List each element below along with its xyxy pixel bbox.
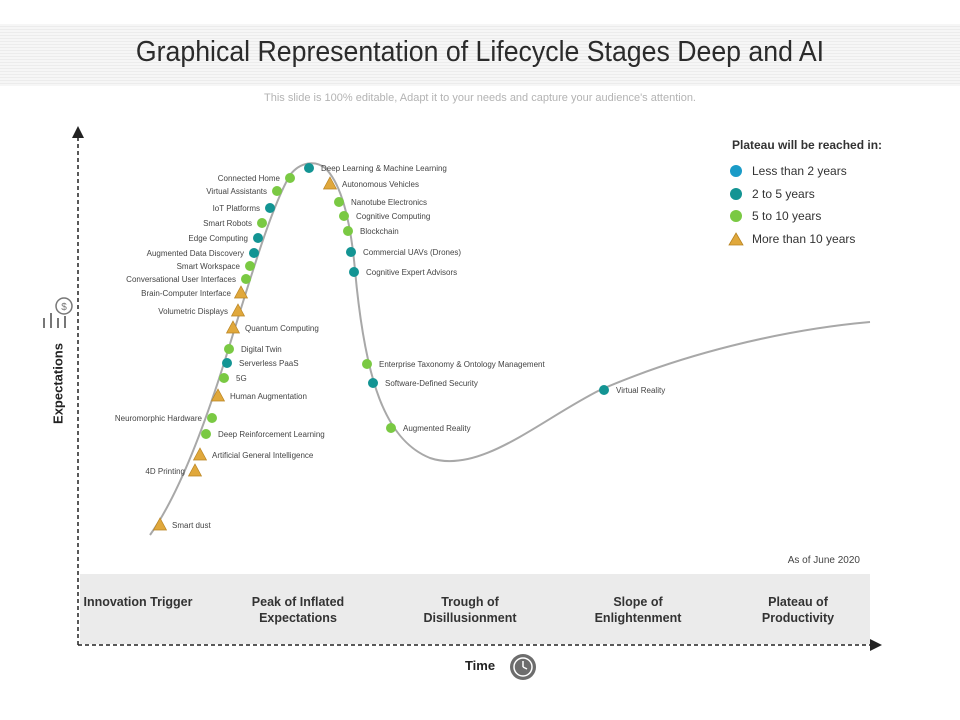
tech-marker-circle xyxy=(368,378,378,388)
tech-label: Nanotube Electronics xyxy=(351,198,427,207)
tech-marker-triangle xyxy=(225,320,241,334)
legend-item-lt2: Less than 2 years xyxy=(728,160,928,183)
tech-marker-circle xyxy=(207,413,217,423)
tech-label: Augmented Data Discovery xyxy=(147,249,244,258)
tech-label: Connected Home xyxy=(218,174,281,183)
stage-innovation-trigger: Innovation Trigger xyxy=(83,595,193,609)
tech-marker-circle xyxy=(362,359,372,369)
tech-marker-circle xyxy=(272,186,282,196)
tech-label: Augmented Reality xyxy=(403,424,471,433)
page-title: Graphical Representation of Lifecycle St… xyxy=(135,36,825,68)
tech-label: IoT Platforms xyxy=(213,204,260,213)
tech-label: Neuromorphic Hardware xyxy=(115,414,203,423)
legend-circle-icon xyxy=(728,208,744,224)
legend: Plateau will be reached in: Less than 2 … xyxy=(728,138,928,250)
tech-marker-circle xyxy=(245,261,255,271)
tech-marker-triangle xyxy=(152,517,168,531)
tech-marker-circle xyxy=(349,267,359,277)
legend-item-gt10: More than 10 years xyxy=(728,228,928,251)
tech-label: Cognitive Computing xyxy=(356,212,430,221)
tech-marker-circle xyxy=(599,385,609,395)
legend-label: Less than 2 years xyxy=(752,164,847,179)
tech-label: Autonomous Vehicles xyxy=(342,180,419,189)
tech-label: Enterprise Taxonomy & Ontology Managemen… xyxy=(379,360,545,369)
tech-label: Deep Reinforcement Learning xyxy=(218,430,325,439)
legend-triangle-icon xyxy=(728,231,744,247)
stage-slope-of-enlightenment: Slope of Enlightenment xyxy=(594,595,682,625)
legend-label: More than 10 years xyxy=(752,231,856,246)
tech-marker-triangle xyxy=(192,447,208,461)
legend-label: 5 to 10 years xyxy=(752,209,822,224)
tech-marker-triangle xyxy=(233,285,249,299)
tech-marker-circle xyxy=(249,248,259,258)
tech-label: Commercial UAVs (Drones) xyxy=(363,248,461,257)
tech-label: Conversational User Interfaces xyxy=(126,275,236,284)
tech-marker-circle xyxy=(339,211,349,221)
clock-icon xyxy=(510,654,536,680)
tech-marker-circle xyxy=(219,373,229,383)
tech-label: Software-Defined Security xyxy=(385,379,478,388)
tech-label: Artificial General Intelligence xyxy=(212,451,314,460)
tech-label: Edge Computing xyxy=(188,234,248,243)
tech-marker-circle xyxy=(346,247,356,257)
expectations-icon: $ xyxy=(43,297,73,328)
tech-marker-circle xyxy=(343,226,353,236)
tech-label: Cognitive Expert Advisors xyxy=(366,268,457,277)
tech-marker-triangle xyxy=(210,388,226,402)
tech-marker-circle xyxy=(285,173,295,183)
x-axis-label: Time xyxy=(464,658,496,673)
tech-marker-circle xyxy=(386,423,396,433)
tech-label: Smart Workspace xyxy=(177,262,241,271)
tech-label: Brain-Computer Interface xyxy=(141,289,231,298)
legend-title: Plateau will be reached in: xyxy=(732,138,883,152)
tech-marker-circle xyxy=(224,344,234,354)
tech-label: Blockchain xyxy=(360,227,399,236)
tech-label: Quantum Computing xyxy=(245,324,319,333)
tech-label: Volumetric Displays xyxy=(158,307,228,316)
y-axis-label: Expectations xyxy=(50,343,66,424)
legend-label: 2 to 5 years xyxy=(752,186,815,201)
svg-text:$: $ xyxy=(61,302,67,313)
tech-marker-circle xyxy=(304,163,314,173)
tech-label: Smart Robots xyxy=(203,219,252,228)
stage-trough-of-disillusionment: Trough of Disillusionment xyxy=(423,595,517,625)
tech-label: Virtual Reality xyxy=(616,386,665,395)
technology-points: Smart dust 4D Printing Artificial General … xyxy=(115,163,665,531)
legend-circle-icon xyxy=(728,186,744,202)
stage-band: Innovation Trigger Peak of Inflated Expe… xyxy=(80,574,870,644)
tech-label: Virtual Assistants xyxy=(206,187,267,196)
tech-marker-circle xyxy=(257,218,267,228)
tech-marker-circle xyxy=(241,274,251,284)
page-subtitle: This slide is 100% editable, Adapt it to… xyxy=(264,92,696,104)
tech-label: Smart dust xyxy=(172,521,211,530)
as-of-date: As of June 2020 xyxy=(787,555,860,566)
tech-marker-circle xyxy=(265,203,275,213)
tech-label: 5G xyxy=(236,374,247,383)
legend-item-2to5: 2 to 5 years xyxy=(728,183,928,206)
legend-circle-icon xyxy=(728,163,744,179)
tech-marker-triangle xyxy=(187,463,203,477)
tech-label: Serverless PaaS xyxy=(239,359,299,368)
stage-plateau-of-productivity: Plateau of Productivity xyxy=(761,595,835,625)
tech-label: Human Augmentation xyxy=(230,392,307,401)
legend-item-5to10: 5 to 10 years xyxy=(728,205,928,228)
tech-label: Deep Learning & Machine Learning xyxy=(321,164,447,173)
tech-marker-triangle xyxy=(322,176,338,190)
title-band xyxy=(0,24,960,86)
tech-marker-circle xyxy=(222,358,232,368)
tech-label: 4D Printing xyxy=(145,467,185,476)
tech-marker-circle xyxy=(253,233,263,243)
tech-marker-triangle xyxy=(230,303,246,317)
stage-peak-of-inflated-expectations: Peak of Inflated Expectations xyxy=(251,595,345,625)
tech-label: Digital Twin xyxy=(241,345,282,354)
tech-marker-circle xyxy=(334,197,344,207)
tech-marker-circle xyxy=(201,429,211,439)
